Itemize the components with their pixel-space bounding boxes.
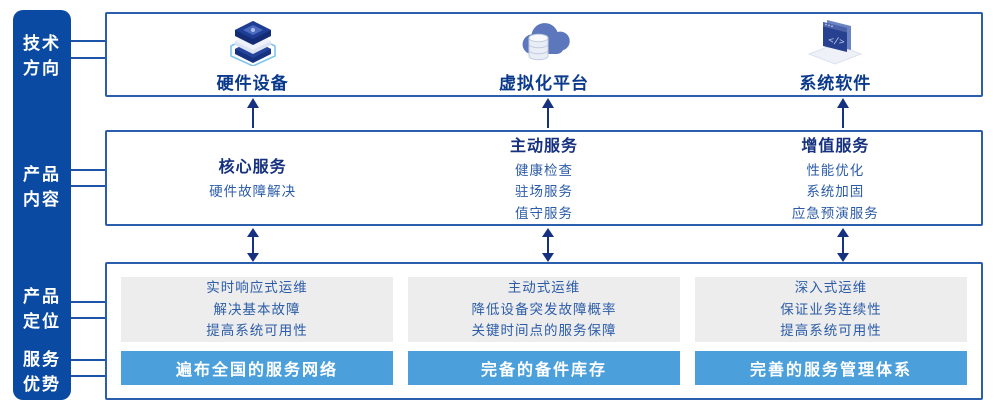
content-col-active-service: 主动服务 健康检查 驻场服务 值守服务 [398, 132, 689, 224]
sidebar-label-line: 定位 [23, 311, 61, 331]
content-item: 系统加固 [806, 184, 865, 200]
sidebar-item-product-position: 产品 定位 [13, 285, 71, 334]
advantage-bar: 完善的服务管理体系 [695, 351, 967, 385]
sidebar-label-line: 产品 [23, 165, 61, 184]
position-line: 保证业务连续性 [780, 301, 882, 317]
tech-direction-box: 硬件设备 虚拟化平台 [105, 12, 983, 97]
tech-col-hardware: 硬件设备 [107, 14, 398, 95]
up-arrow-icon [542, 98, 554, 128]
sidebar-label-line: 优势 [23, 374, 61, 394]
position-panel: 深入式运维 保证业务连续性 提高系统可用性 [695, 277, 967, 342]
content-item: 驻场服务 [514, 184, 573, 200]
product-content-box: 核心服务 硬件故障解决 主动服务 健康检查 驻场服务 值守服务 增值服务 性能优… [105, 130, 983, 226]
tech-col-system-software: </> 系统软件 [690, 14, 981, 95]
position-line: 提高系统可用性 [206, 323, 308, 339]
position-line: 解决基本故障 [213, 301, 301, 317]
content-item: 硬件故障解决 [209, 184, 297, 200]
up-arrow-icon [247, 98, 259, 128]
content-heading: 增值服务 [801, 137, 870, 155]
product-position-box: 实时响应式运维 解决基本故障 提高系统可用性 遍布全国的服务网络 主动式运维 降… [105, 262, 983, 400]
double-arrow-icon [247, 228, 259, 262]
content-item: 值守服务 [514, 205, 573, 221]
advantage-bar: 遍布全国的服务网络 [121, 351, 393, 385]
code-window-icon: </> [807, 19, 863, 65]
sidebar-label-line: 服务 [23, 350, 61, 369]
connector-line [71, 375, 107, 377]
pos-col-indepth: 深入式运维 保证业务连续性 提高系统可用性 完善的服务管理体系 [695, 277, 967, 385]
sidebar-label-line: 技术 [23, 34, 61, 53]
svg-text:</>: </> [828, 35, 846, 47]
pos-col-proactive: 主动式运维 降低设备突发故障概率 关键时间点的服务保障 完备的备件库存 [408, 277, 680, 385]
connector-line [71, 57, 107, 59]
tech-col-virtualization: 虚拟化平台 [398, 14, 689, 95]
position-panel: 主动式运维 降低设备突发故障概率 关键时间点的服务保障 [408, 277, 680, 342]
connector-line [71, 301, 107, 303]
content-item: 性能优化 [806, 162, 865, 178]
position-line: 提高系统可用性 [780, 323, 882, 339]
sidebar-label-line: 产品 [23, 287, 61, 306]
position-line: 降低设备突发故障概率 [471, 301, 617, 317]
sidebar-label-line: 方向 [23, 58, 61, 78]
content-col-core-service: 核心服务 硬件故障解决 [107, 132, 398, 224]
content-heading: 核心服务 [218, 159, 287, 177]
content-heading: 主动服务 [509, 137, 578, 155]
double-arrow-icon [542, 228, 554, 262]
sidebar-item-product-content: 产品 内容 [13, 163, 71, 212]
sidebar-item-tech-direction: 技术 方向 [13, 32, 71, 81]
sidebar-item-service-advantage: 服务 优势 [13, 348, 71, 397]
connector-line [71, 40, 107, 42]
connector-line [71, 317, 107, 319]
content-item: 健康检查 [514, 162, 573, 178]
position-line: 主动式运维 [507, 280, 581, 296]
connector-line [71, 185, 107, 187]
up-arrow-icon [837, 98, 849, 128]
tech-label-virtualization: 虚拟化平台 [498, 73, 589, 93]
tech-label-system-software: 系统软件 [799, 73, 872, 93]
content-col-value-added-service: 增值服务 性能优化 系统加固 应急预演服务 [690, 132, 981, 224]
advantage-bar: 完备的备件库存 [408, 351, 680, 385]
content-item: 应急预演服务 [791, 205, 879, 221]
position-line: 实时响应式运维 [206, 280, 308, 296]
tech-label-hardware: 硬件设备 [216, 73, 289, 93]
pos-col-realtime: 实时响应式运维 解决基本故障 提高系统可用性 遍布全国的服务网络 [121, 277, 393, 385]
server-stack-icon [229, 20, 276, 66]
position-line: 关键时间点的服务保障 [471, 323, 617, 339]
connector-line [71, 359, 107, 361]
cloud-database-icon [522, 22, 570, 60]
connector-line [71, 169, 107, 171]
sidebar-label-line: 内容 [23, 189, 61, 209]
category-sidebar: 技术 方向 产品 内容 产品 定位 服务 优势 [13, 10, 71, 400]
double-arrow-icon [837, 228, 849, 262]
position-panel: 实时响应式运维 解决基本故障 提高系统可用性 [121, 277, 393, 342]
position-line: 深入式运维 [794, 280, 868, 296]
